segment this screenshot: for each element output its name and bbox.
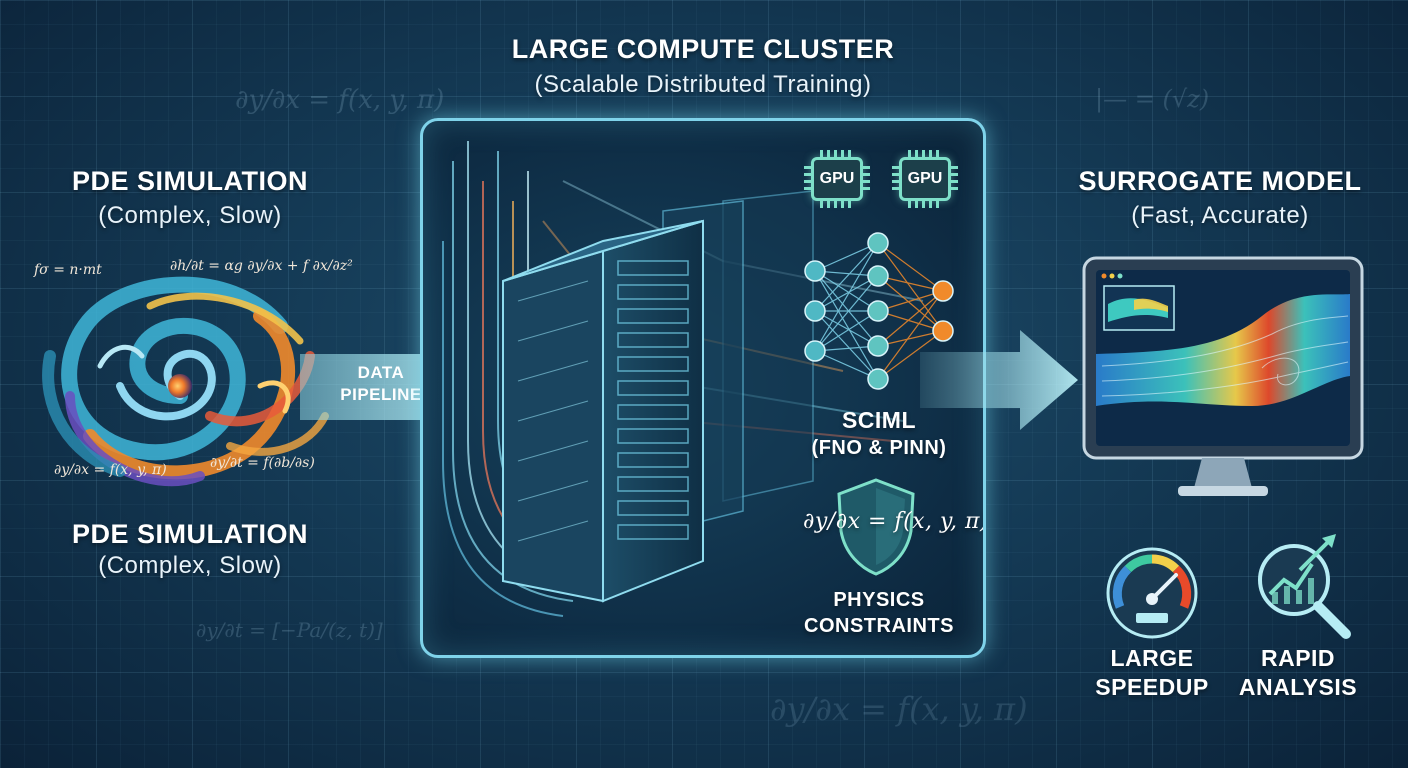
analysis-line1: RAPID <box>1260 645 1336 671</box>
swirl-icon <box>42 276 329 487</box>
bg-formula-3: ∂y/∂t = [−Pa/(z, t)] <box>196 618 383 642</box>
speedup-line1: LARGE <box>1110 645 1194 671</box>
output-arrow <box>920 330 1078 430</box>
neural-network-icon <box>804 232 954 390</box>
data-pipeline-line2: PIPELINE <box>340 385 422 404</box>
pde-subtitle: (Complex, Slow) <box>98 202 282 229</box>
data-pipeline-label: DATA PIPELINE <box>326 362 436 406</box>
physics-equation: ∂y/∂x = f(x, y, π) <box>803 509 986 534</box>
speedometer-icon <box>1106 547 1198 639</box>
cluster-subtitle: (Scalable Distributed Training) <box>534 71 872 98</box>
swirl-formula-4: ∂y/∂t = f(∂b/∂s) <box>210 455 315 471</box>
magnifier-chart-icon <box>1258 534 1351 639</box>
bg-formula-2: |— = (√z) <box>1095 85 1210 113</box>
swirl-formula-1: fσ = n·mt <box>34 262 102 278</box>
gpu-chip-icon: GPU <box>892 150 958 208</box>
analysis-line2: ANALYSIS <box>1238 674 1358 700</box>
gpu-label-1: GPU <box>819 170 855 187</box>
pde-subtitle-repeat: (Complex, Slow) <box>98 552 282 579</box>
compute-cluster-panel: GPU GPU SCIML (FNO & PINN) ∂y/∂ <box>420 118 986 658</box>
analysis-label: RAPID ANALYSIS <box>1226 644 1370 702</box>
physics-line1: PHYSICS <box>833 589 925 611</box>
bg-formula-4: ∂y/∂x = f(x, y, π) <box>770 690 1028 728</box>
sciml-subtitle: (FNO & PINN) <box>811 437 947 459</box>
surrogate-subtitle: (Fast, Accurate) <box>1131 202 1309 229</box>
physics-constraints-label: PHYSICS CONSTRAINTS <box>779 587 979 639</box>
pde-title-repeat: PDE SIMULATION <box>72 519 308 549</box>
bg-formula-1: ∂y/∂x = f(x, y, π) <box>235 85 445 115</box>
sciml-title: SCIML <box>841 407 917 433</box>
surrogate-title: SURROGATE MODEL <box>1078 166 1362 196</box>
physics-line2: CONSTRAINTS <box>804 615 954 637</box>
swirl-formula-2: ∂h/∂t = αg ∂y/∂x + f ∂x/∂z² <box>170 258 353 274</box>
gpu-label-2: GPU <box>907 170 943 187</box>
cluster-title: LARGE COMPUTE CLUSTER <box>511 34 895 64</box>
monitor-icon <box>1082 256 1364 496</box>
shield-icon <box>837 478 915 576</box>
speedup-line2: SPEEDUP <box>1095 674 1209 700</box>
speedup-label: LARGE SPEEDUP <box>1080 644 1224 702</box>
server-rack-icon <box>502 190 814 603</box>
gpu-chip-icon: GPU <box>804 150 870 208</box>
pde-title: PDE SIMULATION <box>72 166 308 196</box>
swirl-formula-3: ∂y/∂x = f(x, y, π) <box>54 462 167 478</box>
data-pipeline-line1: DATA <box>357 363 405 382</box>
